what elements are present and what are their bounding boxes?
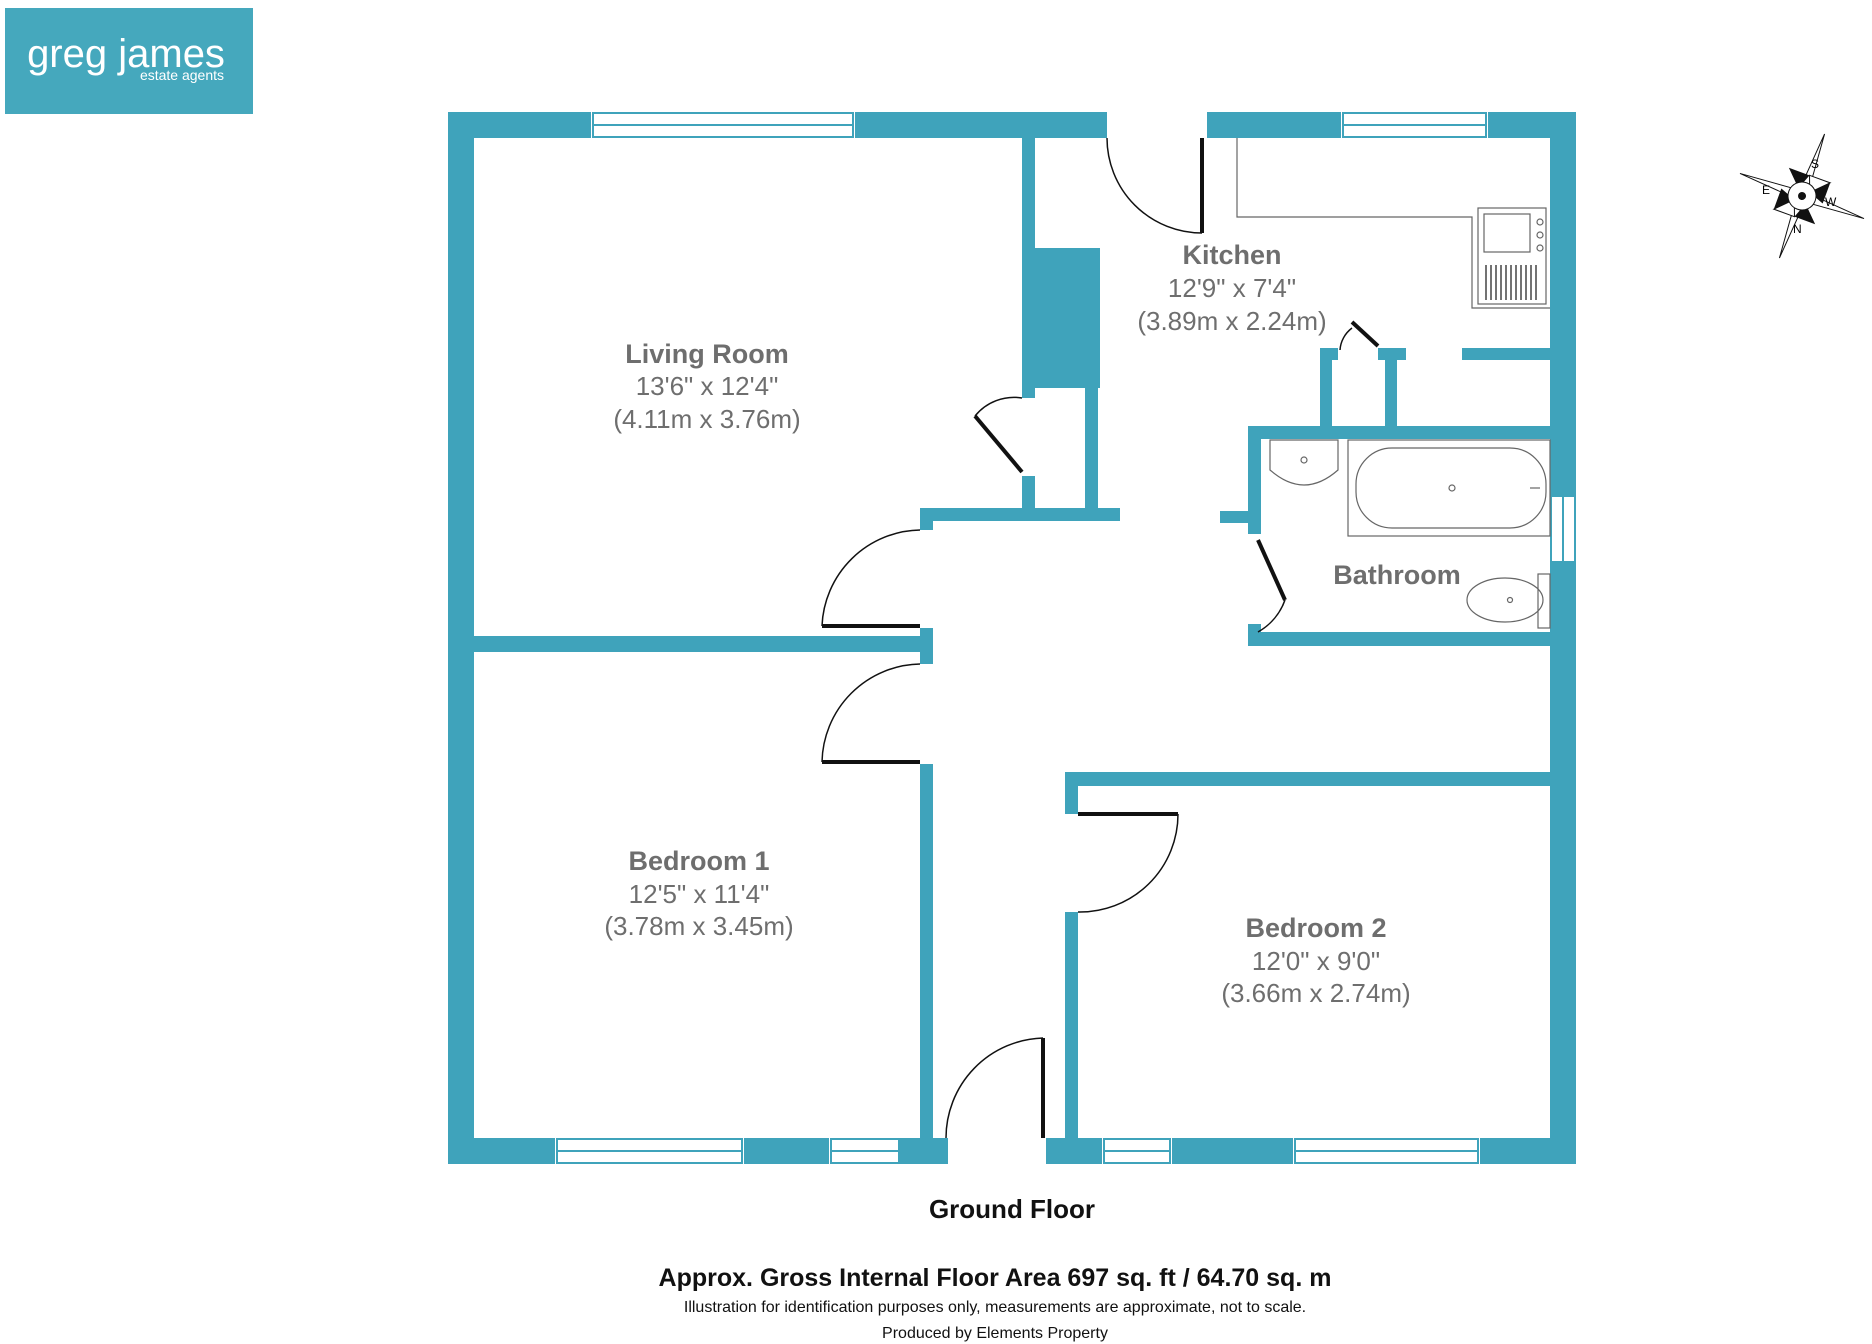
- compass-label-e: E: [1762, 183, 1770, 197]
- wall-cupboard-b: [1385, 348, 1397, 430]
- wall-living-bottom-hall: [920, 508, 1120, 521]
- basin: [1269, 439, 1339, 486]
- svg-text:(4.11m x 3.76m): (4.11m x 3.76m): [613, 404, 800, 434]
- front-door-swing: [945, 1037, 1044, 1139]
- room-label-living-room: Living Room 13'6" x 12'4" (4.11m x 3.76m…: [613, 339, 800, 434]
- svg-text:Bathroom: Bathroom: [1333, 560, 1461, 590]
- bathroom-fittings: [1269, 439, 1551, 629]
- walls: [448, 112, 1576, 1164]
- svg-text:Bedroom 2: Bedroom 2: [1245, 913, 1386, 943]
- svg-text:(3.66m x 2.74m): (3.66m x 2.74m): [1221, 978, 1410, 1008]
- svg-text:Kitchen: Kitchen: [1182, 240, 1281, 270]
- sink-unit: [1477, 207, 1547, 305]
- room-label-kitchen: Kitchen 12'9" x 7'4" (3.89m x 2.24m): [1137, 240, 1326, 336]
- svg-text:(3.89m x 2.24m): (3.89m x 2.24m): [1137, 306, 1326, 336]
- wall-bedroom2-top: [1065, 772, 1550, 786]
- room-label-bedroom-1: Bedroom 1 12'5" x 11'4" (3.78m x 3.45m): [604, 846, 793, 941]
- compass-label-s: S: [1811, 157, 1819, 171]
- wall-bedroom2-stub: [1065, 772, 1078, 814]
- wall-bathroom-left-bottom: [1248, 624, 1261, 646]
- room-label-bedroom-2: Bedroom 2 12'0" x 9'0" (3.66m x 2.74m): [1221, 913, 1410, 1008]
- logo-background: [5, 8, 253, 114]
- wall-cupboard-right: [1085, 388, 1098, 520]
- svg-text:(3.78m x 3.45m): (3.78m x 3.45m): [604, 911, 793, 941]
- compass-label-n: N: [1793, 222, 1802, 236]
- svg-text:Bedroom 1: Bedroom 1: [628, 846, 769, 876]
- bath-tub: [1355, 447, 1547, 529]
- kitchen-door-swing: [1106, 137, 1203, 234]
- kitchen-cupboard-swing: [1339, 327, 1353, 351]
- cupboard-door-swing: [974, 396, 1023, 417]
- wall-bottom-c: [900, 1138, 948, 1164]
- tap-2: [1536, 231, 1544, 239]
- toilet-cistern: [1537, 573, 1551, 629]
- cupboard-door-leaf: [973, 414, 1024, 474]
- chimney-breast: [1022, 248, 1100, 388]
- wall-left: [448, 112, 474, 1164]
- producer: Produced by Elements Property: [882, 1325, 1108, 1342]
- compass-label-w: W: [1825, 195, 1837, 209]
- wall-bottom-b: [744, 1138, 829, 1164]
- room-label-bathroom: Bathroom: [1333, 560, 1461, 590]
- wall-top-right-a: [1207, 112, 1341, 138]
- wall-bottom-d: [1046, 1138, 1102, 1164]
- doors: [821, 137, 1380, 1139]
- wall-bedroom2-left: [1065, 912, 1078, 1138]
- basin-drain: [1300, 456, 1308, 464]
- bedroom1-door-swing: [821, 663, 921, 763]
- bath-outline: [1347, 439, 1551, 537]
- logo-tagline: estate agents: [140, 67, 224, 83]
- wall-hall-stub: [920, 508, 933, 530]
- wall-bathroom-top: [1248, 426, 1550, 439]
- brand-logo[interactable]: greg james estate agents: [5, 8, 253, 114]
- wall-bottom-e: [1172, 1138, 1293, 1164]
- toilet-bowl: [1466, 577, 1544, 623]
- wall-living-bedroom1: [474, 636, 920, 652]
- wall-bathroom-stub: [1220, 511, 1261, 523]
- wall-top-left-b: [855, 112, 1107, 138]
- toilet-drain: [1506, 596, 1514, 604]
- floor-area: Approx. Gross Internal Floor Area 697 sq…: [659, 1264, 1332, 1292]
- kitchen-fittings: [1236, 138, 1550, 309]
- wall-bathroom-left-top: [1248, 426, 1261, 534]
- compass-icon: [1739, 133, 1865, 259]
- bath-drain: [1448, 484, 1456, 492]
- disclaimer: Illustration for identification purposes…: [684, 1299, 1306, 1316]
- logo-name: greg james: [27, 32, 225, 76]
- living-door-swing: [821, 529, 921, 627]
- wall-cupboard-b-top: [1378, 348, 1406, 360]
- wall-bedroom1-right: [920, 764, 933, 1138]
- wall-kitchen-side: [1462, 348, 1550, 360]
- worktop-outline: [1236, 138, 1550, 309]
- bathroom-door-leaf: [1256, 539, 1287, 601]
- tap-3: [1536, 244, 1544, 252]
- svg-text:13'6" x 12'4": 13'6" x 12'4": [636, 371, 779, 401]
- bathroom-door-swing: [1257, 599, 1286, 633]
- windows: [556, 112, 1576, 1164]
- wall-right: [1550, 112, 1576, 1164]
- kitchen-cupboard-leaf: [1350, 320, 1380, 348]
- drainer: [1485, 265, 1537, 300]
- wall-bathroom-bottom: [1248, 632, 1550, 646]
- bedroom2-door-swing: [1077, 813, 1179, 913]
- svg-text:12'0" x 9'0": 12'0" x 9'0": [1252, 946, 1380, 976]
- floor-title: Ground Floor: [929, 1194, 1095, 1224]
- svg-text:Living Room: Living Room: [625, 339, 789, 369]
- svg-text:12'9" x 7'4": 12'9" x 7'4": [1168, 273, 1296, 303]
- wall-hall-pillar: [920, 628, 933, 664]
- wall-bottom-f: [1480, 1138, 1576, 1164]
- wall-cupboard-a: [1320, 348, 1332, 430]
- wall-bottom-a: [448, 1138, 555, 1164]
- tap-1: [1536, 218, 1544, 226]
- wall-cupboard-a-top: [1320, 348, 1338, 360]
- svg-text:12'5" x 11'4": 12'5" x 11'4": [629, 879, 770, 909]
- sink-bowl: [1483, 213, 1531, 253]
